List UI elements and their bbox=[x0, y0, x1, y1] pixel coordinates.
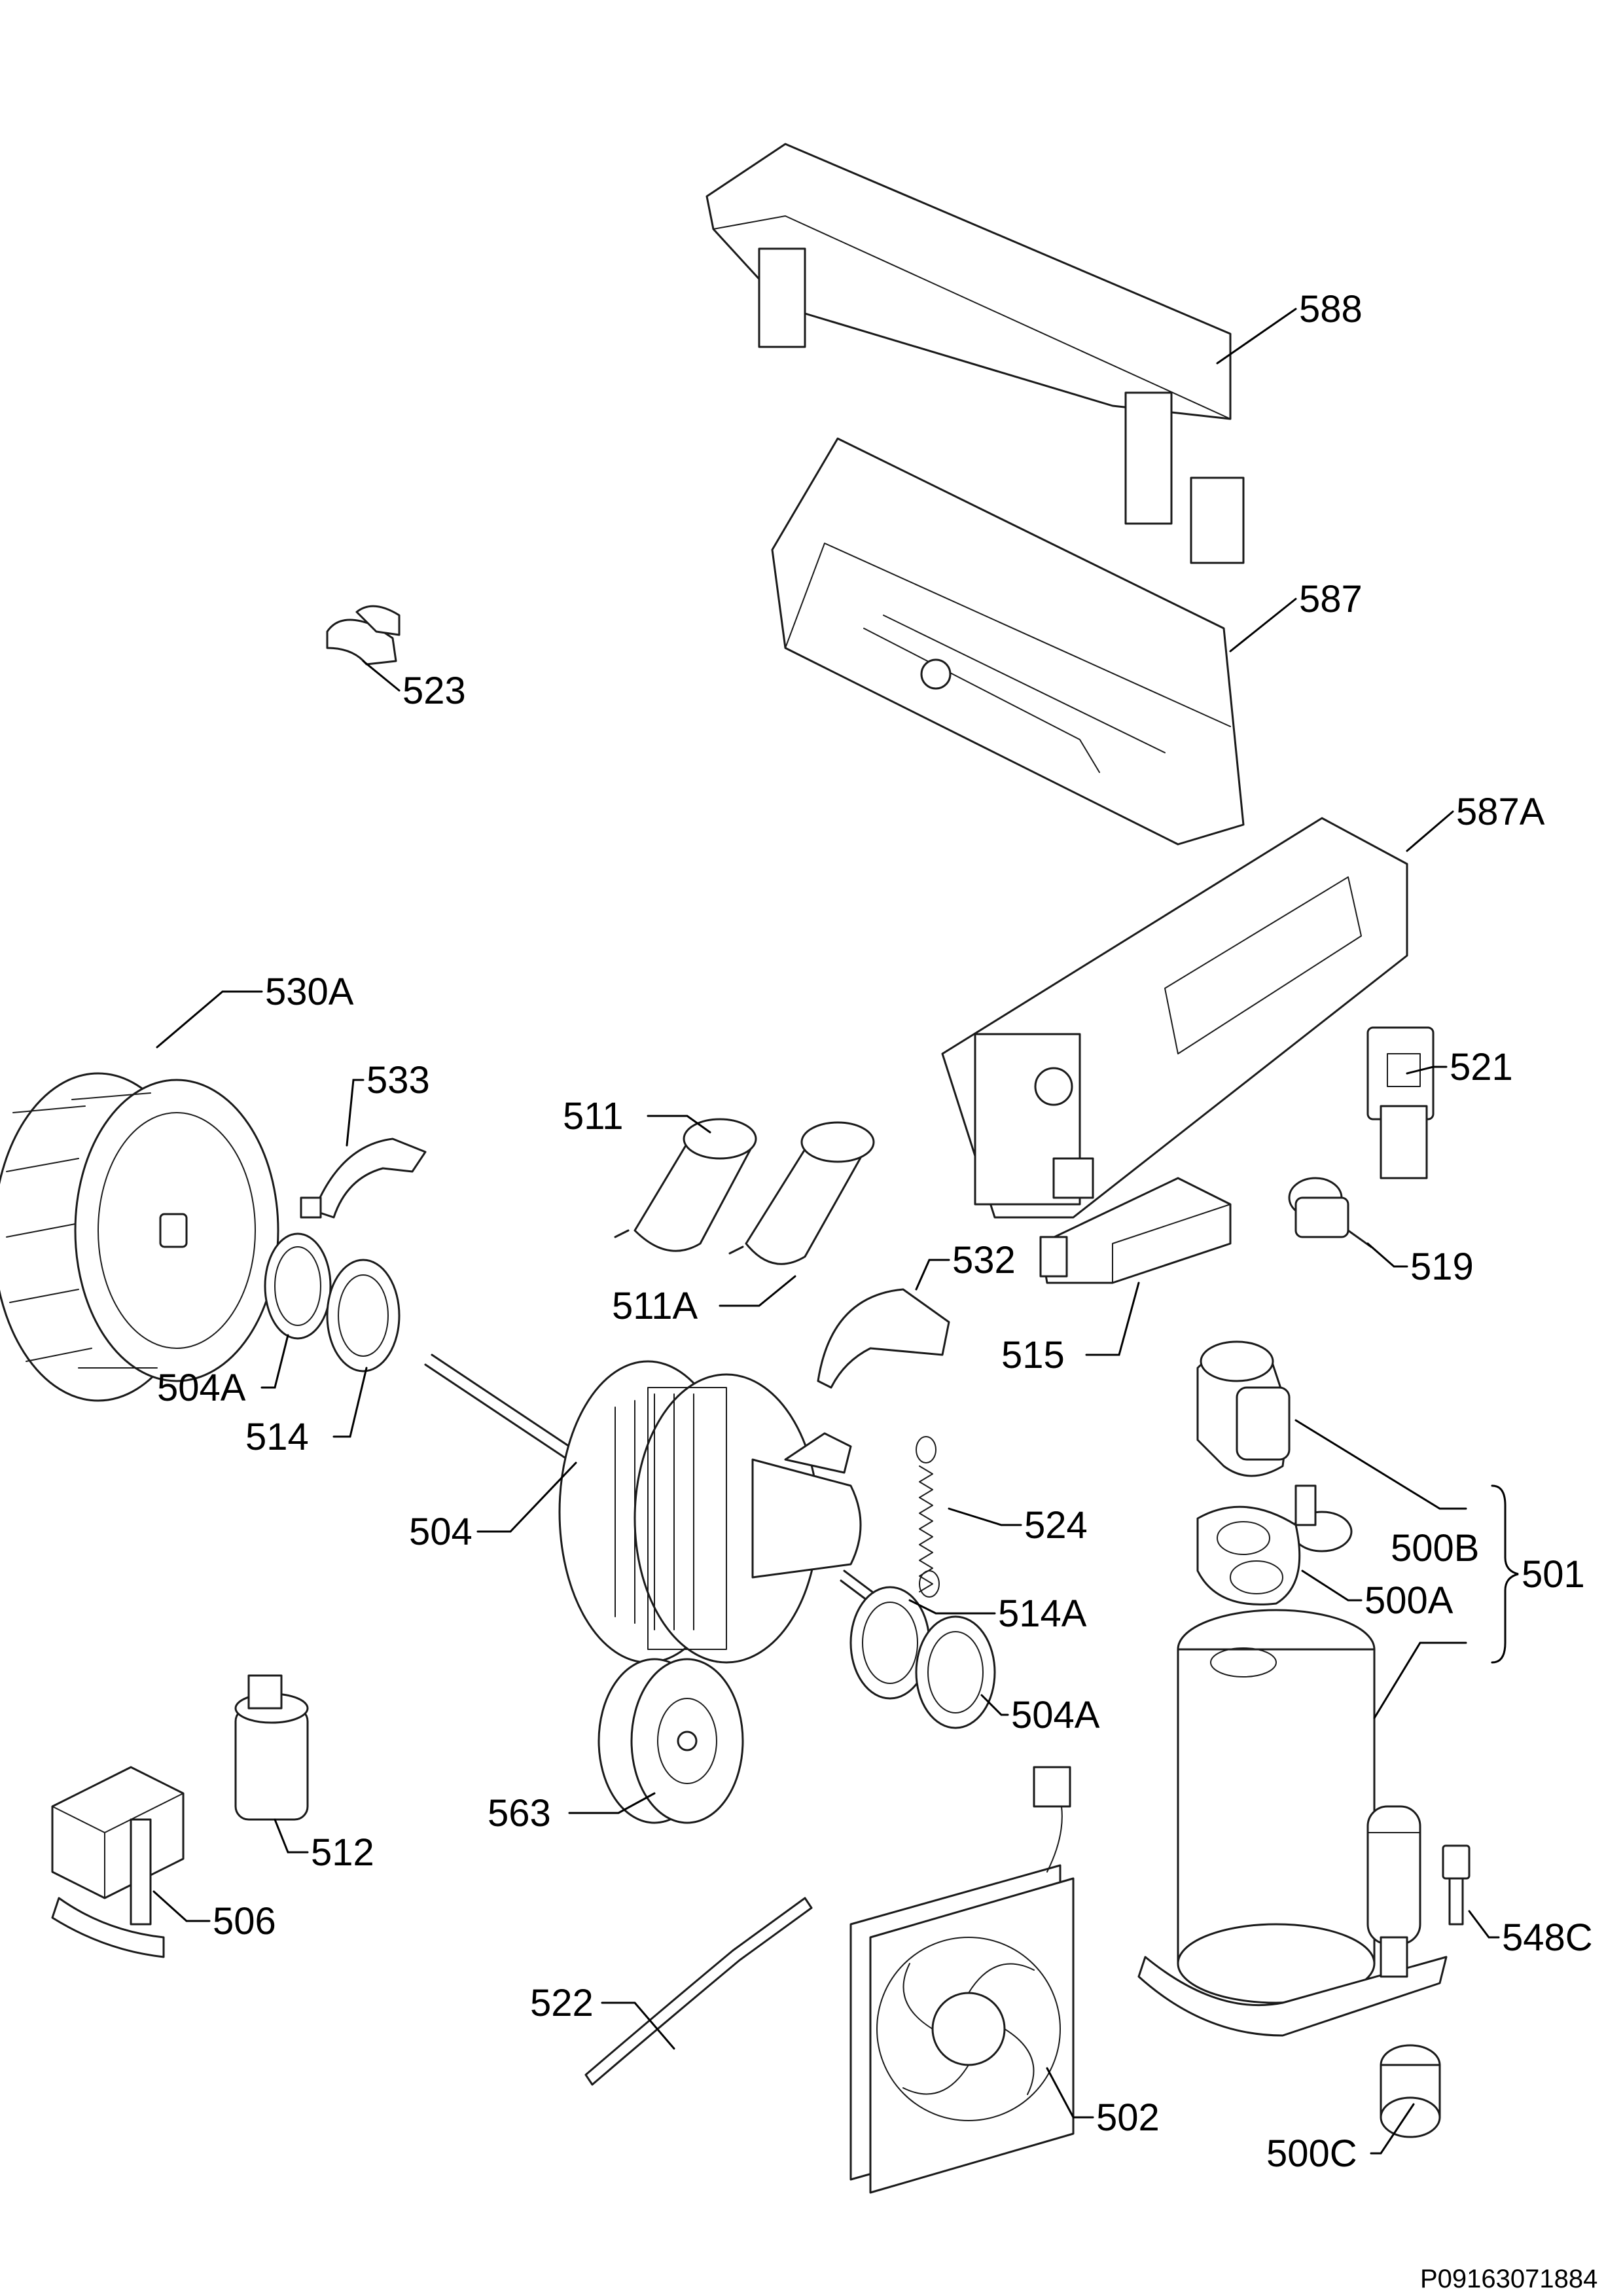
label-587: 587 bbox=[1299, 578, 1363, 620]
part-563-pulley bbox=[597, 1658, 744, 1824]
leader-514-top bbox=[332, 1367, 368, 1438]
label-511a: 511A bbox=[612, 1285, 698, 1327]
label-500a: 500A bbox=[1364, 1579, 1454, 1622]
label-588: 588 bbox=[1299, 288, 1363, 331]
leader-548c bbox=[1468, 1910, 1500, 1939]
leader-533 bbox=[346, 1079, 365, 1147]
label-504a-top: 504A bbox=[157, 1367, 246, 1409]
leader-521 bbox=[1406, 1066, 1448, 1075]
label-514a: 514A bbox=[998, 1592, 1087, 1635]
leader-522 bbox=[601, 2001, 675, 2050]
label-530a: 530A bbox=[265, 971, 354, 1013]
part-501-compressor bbox=[1137, 1609, 1448, 2037]
leader-500b bbox=[1294, 1419, 1467, 1510]
label-533: 533 bbox=[366, 1059, 430, 1102]
leader-524 bbox=[948, 1507, 1022, 1526]
leader-500c bbox=[1370, 2103, 1415, 2155]
leader-500a bbox=[1301, 1570, 1363, 1602]
label-515: 515 bbox=[1001, 1334, 1065, 1376]
part-500a-gasket bbox=[1196, 1505, 1301, 1605]
part-588-cover bbox=[705, 143, 1245, 564]
leader-532 bbox=[915, 1259, 950, 1291]
label-500b: 500B bbox=[1391, 1527, 1479, 1570]
leader-504 bbox=[476, 1462, 577, 1533]
part-labels: 588 587 587A 523 530A 533 511 511A 532 5… bbox=[157, 288, 1597, 2293]
label-519: 519 bbox=[1410, 1246, 1474, 1288]
label-548c: 548C bbox=[1502, 1916, 1593, 1959]
part-530a-blower-wheel bbox=[0, 1072, 279, 1402]
label-563: 563 bbox=[488, 1792, 551, 1835]
label-501: 501 bbox=[1522, 1553, 1585, 1596]
part-521-switch bbox=[1366, 1026, 1435, 1179]
label-502: 502 bbox=[1096, 2096, 1160, 2139]
leader-514a bbox=[908, 1599, 996, 1615]
leader-587a bbox=[1406, 810, 1454, 852]
label-506: 506 bbox=[213, 1900, 276, 1943]
part-515-connector bbox=[1039, 1177, 1232, 1284]
label-500c: 500C bbox=[1266, 2132, 1357, 2175]
leader-504a-bottom bbox=[980, 1694, 1009, 1716]
label-521: 521 bbox=[1450, 1046, 1513, 1088]
leader-530a bbox=[156, 990, 263, 1049]
brace-501 bbox=[1491, 1484, 1519, 1664]
leader-587 bbox=[1229, 598, 1297, 653]
leader-504a-top bbox=[260, 1334, 289, 1389]
part-532-cover bbox=[817, 1288, 950, 1389]
drawing-code: P09163071884 bbox=[1420, 2265, 1597, 2293]
leader-506 bbox=[152, 1890, 211, 1922]
leader-515 bbox=[1085, 1282, 1140, 1356]
leader-519 bbox=[1366, 1242, 1408, 1268]
part-506-pump bbox=[51, 1766, 185, 1958]
label-511: 511 bbox=[563, 1095, 623, 1138]
leader-511a bbox=[719, 1275, 796, 1307]
label-532: 532 bbox=[952, 1239, 1016, 1282]
leader-523 bbox=[362, 660, 401, 692]
label-504a-bottom: 504A bbox=[1011, 1694, 1100, 1736]
part-504a-ring-left bbox=[264, 1232, 332, 1340]
part-533-band-clip bbox=[300, 1138, 427, 1219]
leader-501 bbox=[1373, 1641, 1467, 1719]
part-524-spring bbox=[916, 1436, 940, 1598]
part-548c-connector bbox=[1442, 1844, 1471, 1926]
part-514-ring-left bbox=[326, 1259, 401, 1372]
label-512: 512 bbox=[311, 1831, 374, 1874]
label-522: 522 bbox=[530, 1982, 594, 2024]
label-514-top: 514 bbox=[245, 1416, 309, 1458]
leader-502 bbox=[1046, 2067, 1094, 2119]
part-500b-valve bbox=[1196, 1340, 1353, 1552]
part-511a-capacitor bbox=[728, 1121, 875, 1265]
leader-563 bbox=[568, 1792, 656, 1814]
leader-512 bbox=[274, 1818, 309, 1854]
label-587a: 587A bbox=[1456, 791, 1545, 833]
part-500c-grommet bbox=[1380, 2044, 1441, 2138]
part-587-board-housing bbox=[771, 437, 1245, 846]
leader-588 bbox=[1216, 308, 1297, 365]
part-512-capacitor bbox=[234, 1674, 309, 1821]
label-523: 523 bbox=[402, 670, 466, 712]
part-504-motor bbox=[424, 1354, 898, 1664]
leader-511 bbox=[647, 1115, 711, 1134]
part-587a-interface-board bbox=[941, 817, 1408, 1219]
part-511-capacitor bbox=[614, 1118, 757, 1252]
part-519-sensor bbox=[1288, 1177, 1372, 1248]
leader-lines bbox=[152, 308, 1519, 2155]
part-504a-ring-right bbox=[915, 1615, 996, 1729]
part-502-fan bbox=[849, 1766, 1075, 2194]
part-522-sensor-strip bbox=[584, 1897, 813, 2086]
part-523-clip bbox=[326, 605, 401, 666]
label-504: 504 bbox=[409, 1511, 473, 1553]
label-524: 524 bbox=[1024, 1504, 1088, 1547]
